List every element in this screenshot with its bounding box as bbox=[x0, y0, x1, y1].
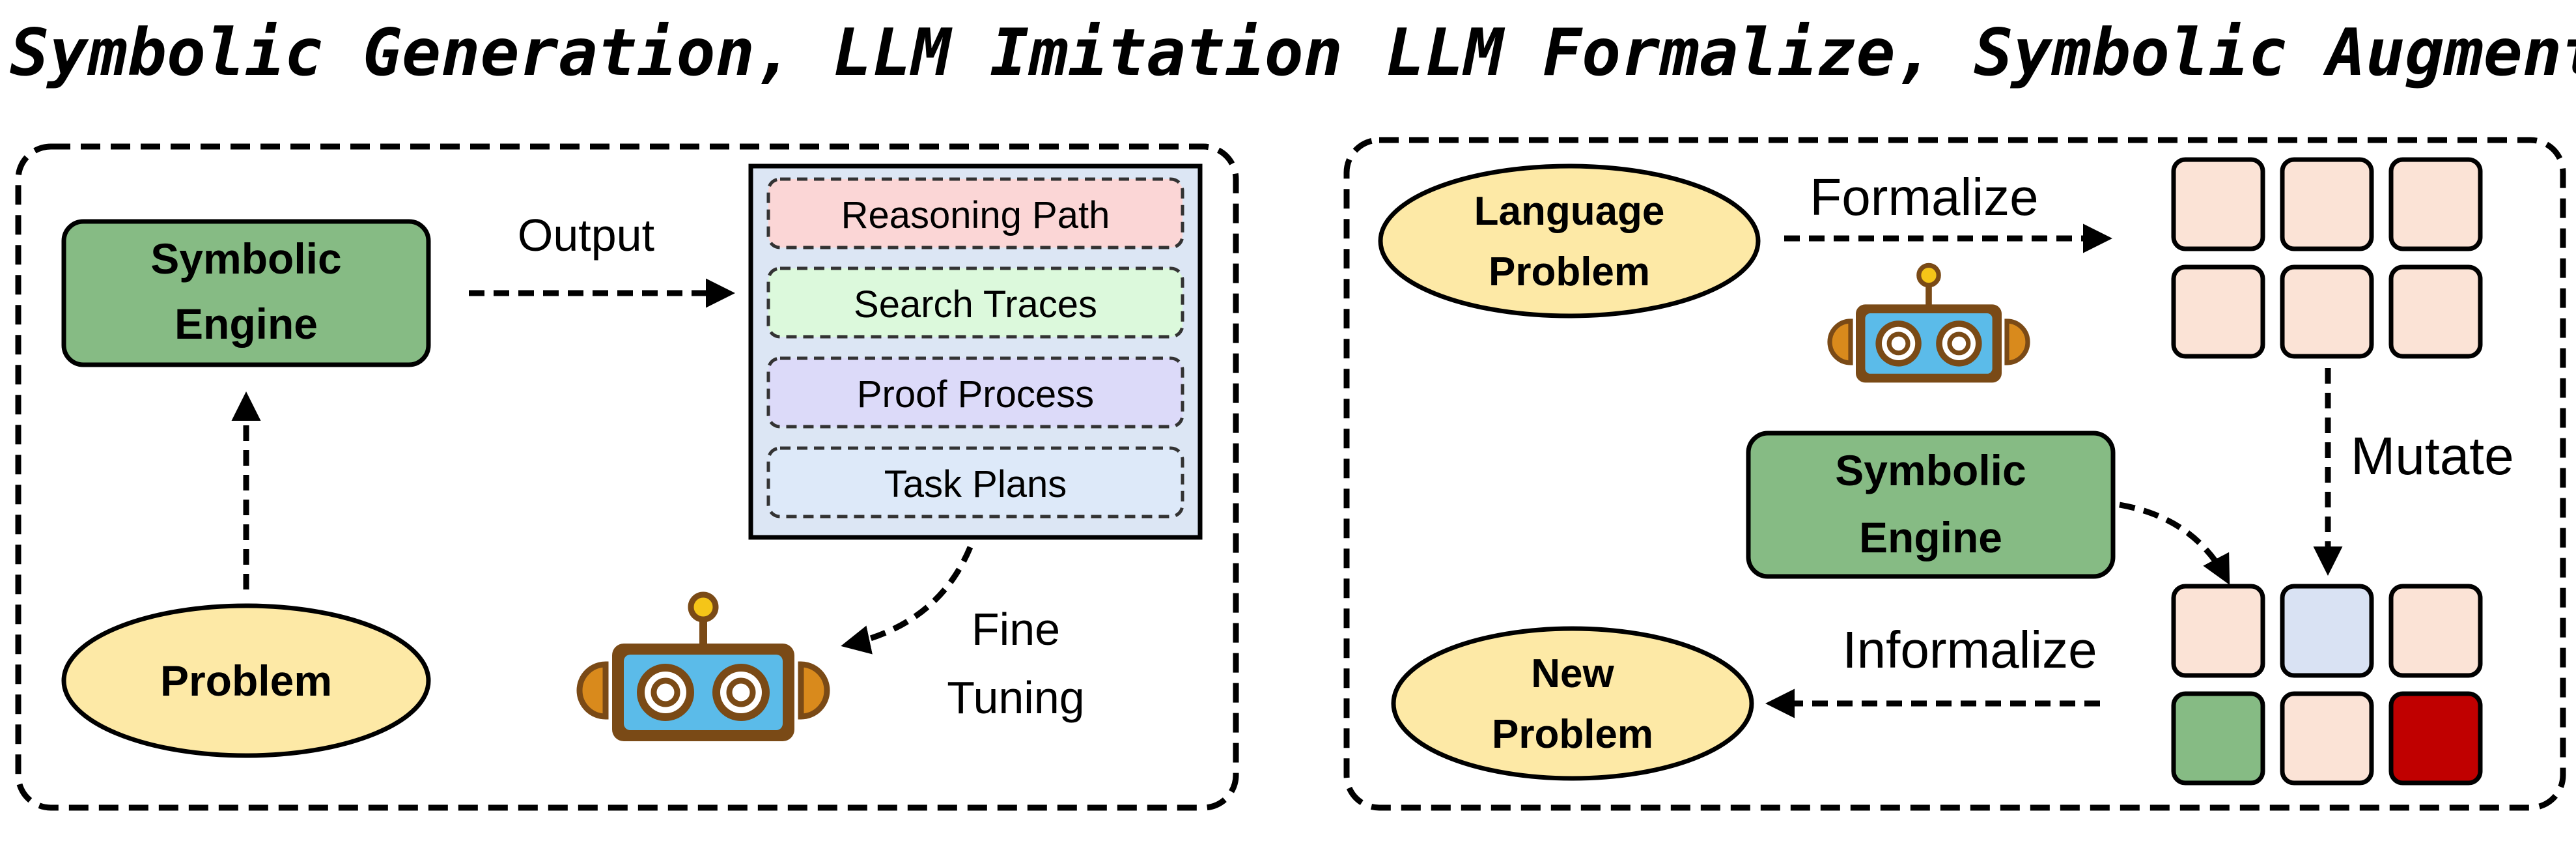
grid-top-cell-1 bbox=[2171, 157, 2265, 251]
grid-bottom-cell-1 bbox=[2171, 584, 2265, 678]
right-engine-line2: Engine bbox=[1859, 513, 2002, 561]
right-robot-icon bbox=[1830, 265, 2028, 382]
left-dashed-frame bbox=[15, 143, 1239, 811]
left-engine-line2: Engine bbox=[175, 300, 318, 348]
grid-bottom-cell-6 bbox=[2388, 691, 2483, 786]
proof-process-label: Proof Process bbox=[857, 373, 1094, 416]
language-problem-line2: Problem bbox=[1489, 249, 1650, 294]
grid-bottom-cell-3 bbox=[2388, 584, 2483, 678]
task-plans-item: Task Plans bbox=[766, 446, 1184, 518]
reasoning-path-item: Reasoning Path bbox=[766, 177, 1184, 249]
informalize-label: Informalize bbox=[1842, 621, 2097, 679]
right-engine-line1: Symbolic bbox=[1835, 446, 2026, 494]
proof-process-item: Proof Process bbox=[766, 356, 1184, 429]
engine-to-grid-arrow bbox=[2119, 502, 2230, 585]
new-problem-ellipse: New Problem bbox=[1391, 626, 1754, 781]
outputs-panel: Reasoning Path Search Traces Proof Proce… bbox=[748, 163, 1203, 540]
fine-tuning-arrow bbox=[841, 546, 973, 655]
output-label: Output bbox=[518, 210, 654, 261]
left-problem-label: Problem bbox=[160, 657, 332, 705]
new-problem-line2: Problem bbox=[1492, 712, 1653, 757]
formal-grid-bottom bbox=[2171, 584, 2483, 786]
left-problem-ellipse: Problem bbox=[61, 603, 431, 758]
left-symbolic-engine-box: Symbolic Engine bbox=[61, 219, 431, 367]
right-title: LLM Formalize, Symbolic Augment bbox=[1386, 14, 2576, 91]
grid-bottom-cell-5 bbox=[2280, 691, 2374, 786]
task-plans-label: Task Plans bbox=[884, 463, 1067, 505]
left-engine-line1: Symbolic bbox=[150, 234, 341, 283]
right-symbolic-engine-box: Symbolic Engine bbox=[1746, 431, 2116, 579]
left-robot-icon bbox=[580, 595, 827, 741]
grid-top-cell-5 bbox=[2280, 264, 2374, 359]
search-traces-item: Search Traces bbox=[766, 266, 1184, 339]
grid-top-cell-3 bbox=[2388, 157, 2483, 251]
search-traces-label: Search Traces bbox=[854, 283, 1097, 326]
grid-top-cell-6 bbox=[2388, 264, 2483, 359]
grid-top-cell-4 bbox=[2171, 264, 2265, 359]
mutate-label: Mutate bbox=[2351, 427, 2514, 486]
right-panel: LLM Formalize, Symbolic Augment Language… bbox=[1343, 14, 2576, 811]
grid-top-cell-2 bbox=[2280, 157, 2374, 251]
left-title: Symbolic Generation, LLM Imitation bbox=[10, 14, 1343, 91]
grid-bottom-cell-4 bbox=[2171, 691, 2265, 786]
reasoning-path-label: Reasoning Path bbox=[841, 194, 1110, 236]
language-problem-line1: Language bbox=[1474, 189, 1665, 234]
left-panel: Symbolic Generation, LLM Imitation Symbo… bbox=[10, 14, 1343, 811]
formalize-label: Formalize bbox=[1810, 168, 2038, 226]
fine-tuning-line2: Tuning bbox=[947, 672, 1084, 723]
new-problem-line1: New bbox=[1531, 651, 1614, 696]
formal-grid-top bbox=[2171, 157, 2483, 359]
fine-tuning-line1: Fine bbox=[972, 604, 1060, 655]
grid-bottom-cell-2 bbox=[2280, 584, 2374, 678]
right-dashed-frame bbox=[1343, 137, 2566, 811]
language-problem-ellipse: Language Problem bbox=[1378, 163, 1761, 319]
